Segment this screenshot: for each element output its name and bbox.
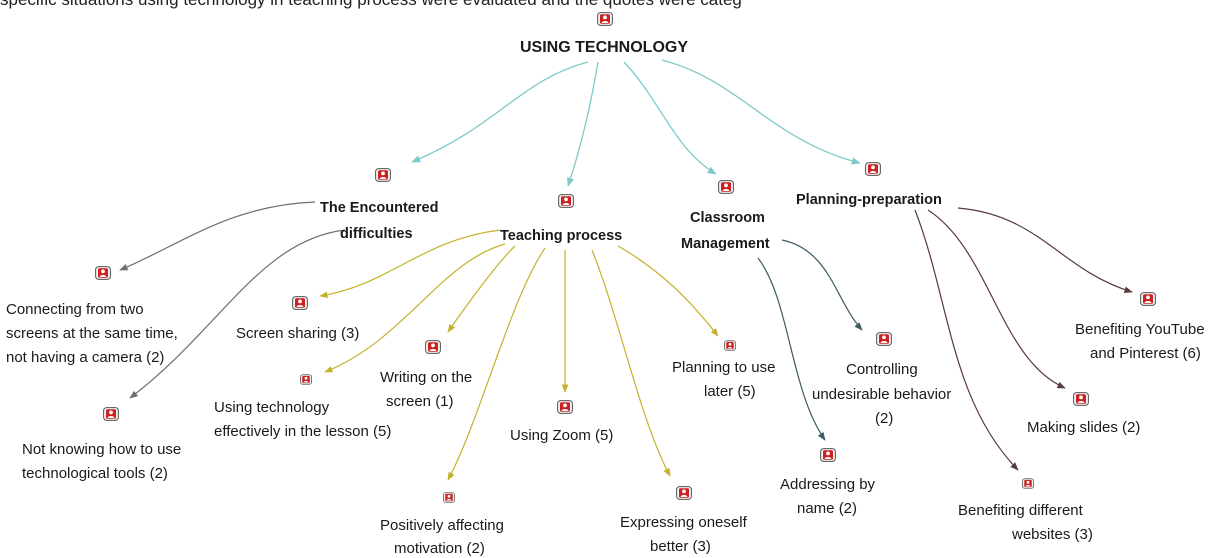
person-card-icon xyxy=(557,400,573,414)
link-planning-websites xyxy=(914,209,1019,471)
code-controlling-line2: undesirable behavior xyxy=(812,386,952,403)
category-difficulties-line1: The Encountered xyxy=(320,200,439,216)
link-planning-slides xyxy=(927,209,1066,389)
category-classroom-line1: Classroom xyxy=(690,210,765,226)
person-card-icon xyxy=(724,338,736,351)
code-screen-sharing: Screen sharing (3) xyxy=(236,325,360,342)
link-planning-youtube xyxy=(957,207,1133,293)
code-controlling-line1: Controlling xyxy=(846,361,918,378)
person-card-icon xyxy=(820,448,836,462)
page-header-text: specific situations using technology in … xyxy=(0,0,742,12)
person-card-icon xyxy=(597,12,613,26)
person-card-icon xyxy=(676,486,692,500)
person-card-icon xyxy=(425,340,441,354)
link-teaching-positively xyxy=(447,247,546,481)
code-addressing-line1: Addressing by xyxy=(780,476,876,493)
code-using-zoom: Using Zoom (5) xyxy=(510,427,614,444)
code-expressing-line2: better (3) xyxy=(650,538,711,555)
code-connecting-line2: screens at the same time, xyxy=(6,325,178,342)
code-connecting-line1: Connecting from two xyxy=(6,301,144,318)
code-positively-line2: motivation (2) xyxy=(394,540,485,557)
link-difficulties-notknowing xyxy=(129,229,346,399)
person-card-icon xyxy=(1022,476,1034,489)
link-root-difficulties xyxy=(411,61,589,163)
person-card-icon xyxy=(1140,292,1156,306)
person-card-icon xyxy=(375,168,391,182)
link-teaching-planning xyxy=(617,245,719,337)
code-benefiting-youtube-line1: Benefiting YouTube xyxy=(1075,321,1205,338)
code-planning-later-line2: later (5) xyxy=(704,383,756,400)
link-root-classroom xyxy=(623,61,717,175)
code-controlling-line3: (2) xyxy=(875,410,894,427)
person-card-icon xyxy=(1073,392,1089,406)
code-writing-line2: screen (1) xyxy=(386,393,454,410)
link-teaching-screen xyxy=(319,229,501,299)
category-difficulties-line2: difficulties xyxy=(340,226,413,242)
code-positively-line1: Positively affecting xyxy=(380,517,504,534)
root-node-label: USING TECHNOLOGY xyxy=(520,39,689,56)
code-not-knowing-line1: Not knowing how to use xyxy=(22,441,182,458)
person-card-icon xyxy=(558,194,574,208)
link-teaching-expressing xyxy=(591,249,671,477)
code-not-knowing-line2: technological tools (2) xyxy=(22,465,168,482)
category-planning-label: Planning-preparation xyxy=(796,192,942,208)
code-using-effectively-line1: Using technology xyxy=(214,399,330,416)
person-card-icon xyxy=(876,332,892,346)
category-classroom-line2: Management xyxy=(681,236,770,252)
code-benefiting-websites-line2: websites (3) xyxy=(1012,526,1093,543)
person-card-icon xyxy=(718,180,734,194)
code-making-slides: Making slides (2) xyxy=(1027,419,1141,436)
code-expressing-line1: Expressing oneself xyxy=(620,514,747,531)
link-teaching-using xyxy=(324,243,506,373)
link-teaching-writing xyxy=(447,245,516,333)
code-benefiting-youtube-line2: and Pinterest (6) xyxy=(1090,345,1201,362)
person-card-icon xyxy=(292,296,308,310)
person-card-icon xyxy=(443,490,455,503)
link-root-teaching xyxy=(567,61,599,187)
link-root-planning xyxy=(661,59,861,165)
person-card-icon xyxy=(95,266,111,280)
link-classroom-addressing xyxy=(757,257,826,441)
person-card-icon xyxy=(300,372,312,385)
link-difficulties-connecting xyxy=(119,201,316,271)
category-teaching-label: Teaching process xyxy=(500,228,623,244)
person-card-icon xyxy=(865,162,881,176)
code-addressing-line2: name (2) xyxy=(797,500,858,517)
code-using-effectively-line2: effectively in the lesson (5) xyxy=(214,423,392,440)
code-writing-line1: Writing on the xyxy=(380,369,473,386)
link-classroom-controlling xyxy=(781,239,863,331)
code-connecting-line3: not having a camera (2) xyxy=(6,349,165,366)
code-planning-later-line1: Planning to use xyxy=(672,359,776,376)
code-benefiting-websites-line1: Benefiting different xyxy=(958,502,1083,519)
person-card-icon xyxy=(103,407,119,421)
